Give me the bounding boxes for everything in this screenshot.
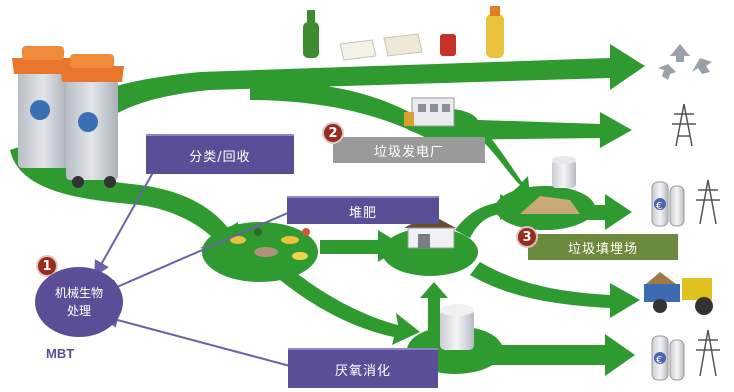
flow-to-final [490,334,635,376]
bottle-icon [303,10,319,58]
flow-to-power [250,81,632,148]
flow-arrows [10,44,645,376]
landfill-label: 垃圾填埋场 [528,234,678,260]
connector-anaerobic-mbt [102,312,291,367]
mbt-node: 机械生物 处理 [35,267,123,337]
flow-digestion-up [420,282,448,332]
waste-bin-icon [60,54,124,188]
compost-items [230,228,310,260]
anaerobic-digestion-label: 厌氧消化 [288,348,438,388]
euro-icon: € [656,355,662,366]
connector-sorting-mbt [94,159,161,277]
connector-compost-mbt [102,211,291,295]
compost-label: 堆肥 [287,196,439,224]
flow-to-digestion [280,268,420,345]
power-pylon-icon [696,329,720,377]
flow-to-fertilizer [470,262,640,318]
tractor-icon [644,272,713,315]
waste-bins [12,46,124,188]
mbt-abbreviation: MBT [46,346,75,361]
recyclable-items [303,6,504,61]
gas-cylinder-icon [651,181,685,227]
flow-to-gas [570,194,632,230]
mbt-label-line1: 机械生物 [54,286,103,300]
can-icon [440,34,456,56]
power-pylon-icon [696,179,720,225]
digestion-tank [440,304,474,350]
flow-plant-down [470,125,530,196]
storage-tank-icon [440,310,474,350]
flow-to-recycling [30,44,645,150]
storage-tank-icon [552,160,576,188]
bottle-icon [486,6,504,58]
gas-cylinder-icon [651,335,685,381]
newspaper-icon [339,39,377,61]
waste-bin-icon [12,46,74,168]
sorting-recycling-label: 分类/回收 [146,134,294,174]
euro-icon: € [656,201,662,212]
power-plant-label: 垃圾发电厂 [333,137,485,163]
mbt-label-line2: 处理 [66,304,91,318]
newspaper-icon [383,33,423,57]
step-1-badge: 1 [36,255,58,277]
recycle-icon [658,44,712,80]
power-pylon-icon [672,103,696,147]
mbt-connectors [94,159,291,367]
landfill-site [520,156,580,214]
step-3-badge: 3 [516,226,538,248]
power-plant-building [404,97,455,127]
step-2-badge: 2 [322,122,344,144]
